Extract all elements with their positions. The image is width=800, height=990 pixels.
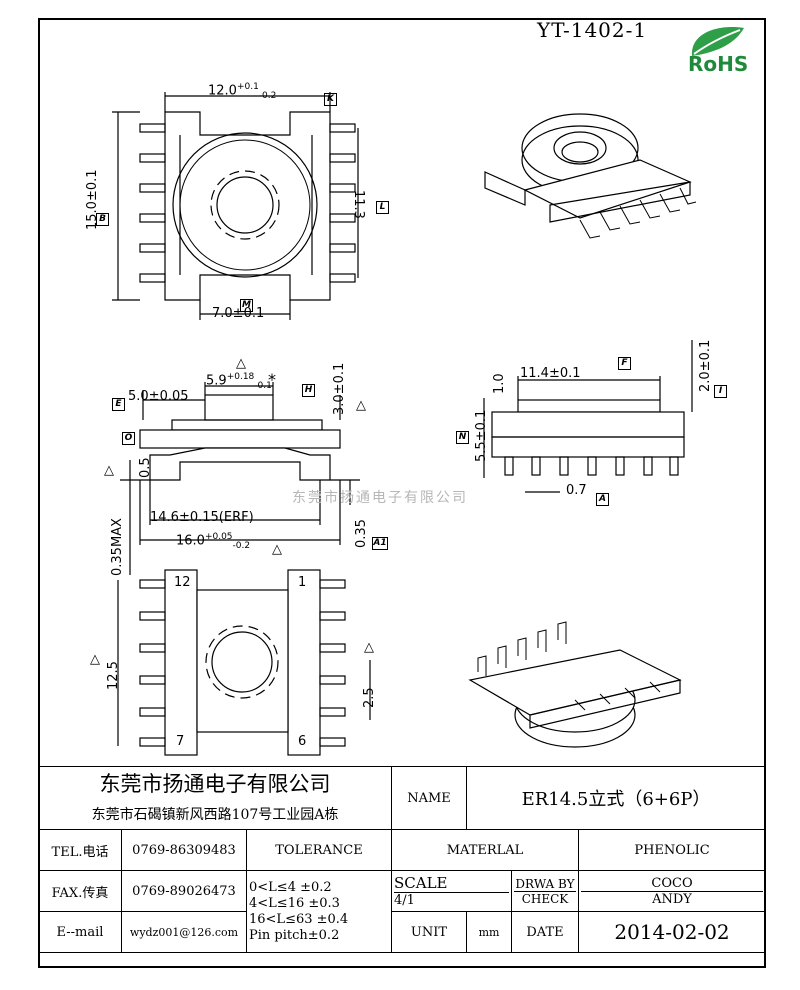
datum-j-triangle-icon: △ bbox=[104, 463, 114, 478]
drawing-sheet-frame bbox=[38, 18, 766, 968]
title-block: 东莞市扬通电子有限公司 NAME ER14.5立式（6+6P） 东莞市石碣镇新风… bbox=[38, 766, 766, 953]
star-mark: * bbox=[268, 370, 276, 389]
dim-height-total: 15.0±0.1 bbox=[85, 169, 100, 230]
dim-side-width: 11.4±0.1 bbox=[520, 366, 581, 381]
tolerance-row: 0<L≤4 ±0.2 bbox=[249, 879, 332, 895]
datum-g-triangle-icon: △ bbox=[356, 398, 366, 413]
tolerance-row: 4<L≤16 ±0.3 bbox=[249, 895, 340, 911]
datum-m: M bbox=[240, 292, 253, 312]
checked-by-value: ANDY bbox=[581, 890, 763, 907]
document-code: YT-1402-1 bbox=[537, 18, 648, 42]
tolerance-table: 0<L≤4 ±0.2 4<L≤16 ±0.3 16<L≤63 ±0.4 Pin … bbox=[246, 870, 392, 953]
datum-c1-triangle-icon: △ bbox=[90, 652, 100, 667]
drawn-by-value: COCO bbox=[651, 875, 693, 891]
scale-label: SCALE bbox=[394, 874, 448, 892]
drawn-by-cell: DRWA BY CHECK bbox=[511, 870, 579, 912]
fax-label: FAX.传真 bbox=[38, 870, 122, 912]
datum-e: E bbox=[112, 391, 125, 411]
dim-erf: 14.6±0.15(ERF) bbox=[150, 510, 254, 525]
datum-h: H bbox=[302, 377, 315, 397]
pin-label-12: 12 bbox=[174, 575, 191, 590]
datum-f: F bbox=[618, 350, 631, 370]
dim-bottom-width: 7.0±0.1 bbox=[212, 306, 265, 321]
fax-value: 0769-89026473 bbox=[121, 870, 247, 912]
dim-max-0-35: 0.35MAX bbox=[110, 518, 125, 576]
scale-value: 4/1 bbox=[394, 892, 509, 908]
dim-height-0-35: 0.35 bbox=[354, 519, 369, 548]
dim-width-5-9: 5.9+0.18-0.1 bbox=[206, 372, 272, 391]
dim-height-3-0: 3.0±0.1 bbox=[332, 362, 347, 415]
material-value: PHENOLIC bbox=[578, 829, 766, 871]
leaf-icon bbox=[691, 27, 744, 56]
datum-c-triangle-icon: △ bbox=[364, 640, 374, 655]
datum-b: B bbox=[96, 206, 109, 226]
date-value: 2014-02-02 bbox=[578, 911, 766, 953]
tolerance-label: TOLERANCE bbox=[246, 829, 392, 871]
tolerance-row: 16<L≤63 ±0.4 bbox=[249, 911, 349, 927]
pin-label-6: 6 bbox=[298, 734, 307, 749]
dim-top-width: 12.0+0.1-0.2 bbox=[208, 82, 277, 101]
rohs-logo: RoHS bbox=[680, 22, 766, 78]
warning-triangle-icon: △ bbox=[236, 356, 246, 371]
check-label: CHECK bbox=[514, 890, 576, 906]
dim-side-2-0: 2.0±0.1 bbox=[698, 339, 713, 392]
dim-bottom-2-5: 2.5 bbox=[362, 687, 377, 708]
dim-bottom-12-5: 12.5 bbox=[106, 661, 121, 690]
technical-drawing bbox=[112, 92, 697, 756]
pin-label-1: 1 bbox=[298, 575, 307, 590]
dim-side-5-5: 5.5±0.1 bbox=[474, 409, 489, 462]
company-name: 东莞市扬通电子有限公司 bbox=[38, 766, 392, 799]
names-cell: COCO ANDY bbox=[578, 870, 766, 912]
side-view bbox=[483, 340, 693, 493]
drawn-by-label: DRWA BY bbox=[515, 876, 575, 891]
date-label: DATE bbox=[511, 911, 579, 953]
datum-o: O bbox=[122, 425, 135, 445]
tel-label: TEL.电话 bbox=[38, 829, 122, 871]
datum-n: N bbox=[456, 424, 469, 444]
dim-width-16: 16.0+0.05-0.2 bbox=[176, 532, 251, 551]
top-view bbox=[112, 92, 359, 320]
email-label: E--mail bbox=[38, 911, 122, 953]
datum-l: L bbox=[376, 194, 389, 214]
datum-a1: A1 bbox=[372, 537, 388, 550]
isometric-view-top bbox=[484, 113, 697, 239]
material-label: MATERLAL bbox=[391, 829, 579, 871]
unit-label: UNIT bbox=[391, 911, 467, 953]
scale-cell: SCALE 4/1 bbox=[391, 870, 512, 912]
tel-value: 0769-86309483 bbox=[121, 829, 247, 871]
isometric-view-bottom bbox=[468, 621, 682, 748]
tolerance-row: Pin pitch±0.2 bbox=[249, 927, 340, 943]
rohs-label: RoHS bbox=[688, 52, 749, 76]
dim-side-1-0: 1.0 bbox=[492, 373, 507, 394]
unit-value: mm bbox=[466, 911, 512, 953]
datum-d-triangle-icon: △ bbox=[272, 542, 282, 557]
datum-i: I bbox=[714, 378, 727, 398]
dim-pin-span: 11.3 bbox=[351, 190, 366, 219]
company-watermark: 东莞市扬通电子有限公司 bbox=[292, 490, 468, 506]
dim-height-0-5: 0.5 bbox=[138, 457, 153, 478]
email-value: wydz001@126.com bbox=[121, 911, 247, 953]
pin-label-7: 7 bbox=[176, 734, 185, 749]
company-address: 东莞市石碣镇新风西路107号工业园A栋 bbox=[38, 799, 392, 830]
dim-width-5-0: 5.0±0.05 bbox=[128, 389, 189, 404]
name-label: NAME bbox=[391, 766, 467, 830]
dim-pitch: 0.7 bbox=[566, 483, 587, 498]
datum-a: A bbox=[596, 486, 609, 506]
front-view bbox=[120, 382, 360, 575]
datum-k: K bbox=[324, 86, 337, 106]
bottom-view bbox=[117, 569, 371, 756]
part-name: ER14.5立式（6+6P） bbox=[466, 766, 766, 830]
